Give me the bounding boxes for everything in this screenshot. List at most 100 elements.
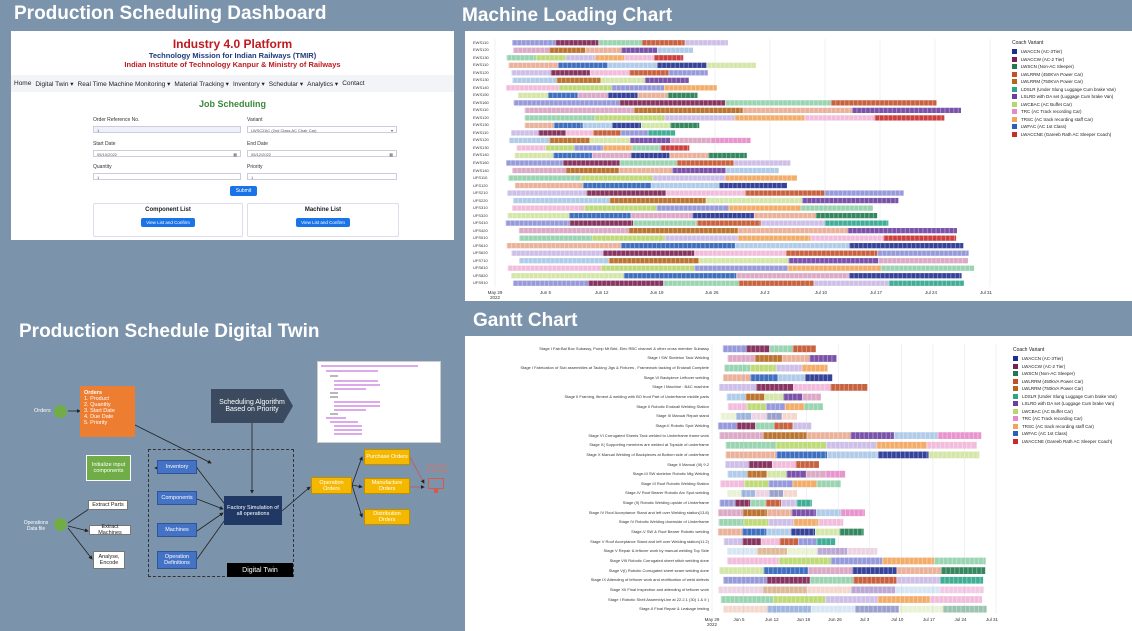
gantt-bar[interactable] [745, 190, 825, 196]
gantt-bar[interactable] [727, 547, 757, 555]
gantt-bar[interactable] [569, 212, 631, 219]
gantt-bar[interactable] [769, 345, 793, 353]
gantt-bar[interactable] [852, 567, 897, 574]
gantt-bar[interactable] [783, 490, 797, 497]
end-date-input[interactable]: 05/12/2022▦ [247, 150, 397, 157]
gantt-bar[interactable] [939, 586, 984, 594]
gantt-bar[interactable] [722, 345, 746, 353]
gantt-bar[interactable] [512, 77, 557, 83]
gantt-bar[interactable] [524, 107, 634, 114]
gantt-bar[interactable] [941, 567, 986, 574]
gantt-bar[interactable] [719, 384, 757, 391]
gantt-bar[interactable] [783, 393, 803, 401]
gantt-bar[interactable] [556, 77, 601, 83]
gantt-bar[interactable] [603, 145, 632, 151]
gantt-bar[interactable] [774, 422, 793, 430]
gantt-bar[interactable] [513, 100, 620, 106]
legend-item[interactable]: LWSCN (Non-AC Sleeper) [1013, 370, 1117, 378]
legend-item[interactable]: LWACCW (AC-2 Tier) [1012, 56, 1116, 64]
gantt-bar[interactable] [776, 364, 802, 372]
gantt-bar[interactable] [768, 519, 794, 526]
gantt-bar[interactable] [787, 265, 881, 271]
gantt-bar[interactable] [934, 557, 986, 565]
calendar-icon[interactable]: ▦ [233, 152, 237, 157]
gantt-bar[interactable] [668, 70, 708, 76]
gantt-bar[interactable] [804, 403, 823, 411]
gantt-bar[interactable] [586, 190, 666, 196]
legend-item[interactable]: LWACCN (AC-3Tier) [1012, 48, 1116, 56]
gantt-bar[interactable] [651, 182, 719, 189]
gantt-bar[interactable] [672, 167, 726, 174]
gantt-bar[interactable] [717, 422, 737, 430]
gantt-bar[interactable] [633, 107, 743, 114]
gantt-bar[interactable] [719, 567, 764, 574]
gantt-bar[interactable] [811, 605, 855, 613]
submit-button[interactable]: Submit [230, 186, 257, 196]
gantt-bar[interactable] [750, 374, 778, 382]
gantt-bar[interactable] [600, 77, 645, 83]
gantt-bar[interactable] [792, 480, 817, 488]
gantt-bar[interactable] [778, 557, 831, 565]
gantt-bar[interactable] [652, 175, 725, 181]
gantt-bar[interactable] [692, 212, 754, 219]
gantt-bar[interactable] [733, 160, 791, 166]
gantt-bar[interactable] [513, 280, 589, 286]
gantt-bar[interactable] [746, 345, 770, 353]
gantt-bar[interactable] [577, 92, 608, 98]
nav-material-tracking[interactable]: Material Tracking ▾ [174, 80, 229, 88]
gantt-bar[interactable] [511, 130, 539, 136]
legend-item[interactable]: LWLRRM (450kVA Power Car) [1013, 378, 1117, 386]
gantt-bar[interactable] [746, 403, 766, 411]
gantt-bar[interactable] [506, 160, 563, 166]
gantt-bar[interactable] [607, 92, 638, 98]
gantt-bar[interactable] [660, 145, 690, 151]
gantt-bar[interactable] [745, 393, 765, 401]
gantt-bar[interactable] [724, 364, 751, 372]
gantt-bar[interactable] [644, 77, 689, 83]
gantt-bar[interactable] [517, 92, 548, 98]
gantt-bar[interactable] [793, 519, 819, 526]
gantt-bar[interactable] [592, 235, 665, 241]
gantt-bar[interactable] [524, 115, 595, 121]
gantt-bar[interactable] [793, 384, 831, 391]
gantt-bar[interactable] [847, 228, 957, 234]
gantt-bar[interactable] [506, 85, 559, 91]
gantt-bar[interactable] [656, 205, 729, 211]
gantt-bar[interactable] [657, 47, 694, 53]
gantt-bar[interactable] [855, 605, 899, 613]
order-ref-input[interactable]: 1 [93, 126, 241, 133]
gantt-bar[interactable] [766, 470, 787, 478]
gantt-bar[interactable] [594, 115, 665, 121]
gantt-bar[interactable] [536, 55, 566, 61]
legend-item[interactable]: LDSLR (Under Slung Luggage Cum brake Van… [1013, 393, 1117, 401]
gantt-bar[interactable] [748, 461, 772, 468]
gantt-bar[interactable] [762, 586, 807, 594]
gantt-bar[interactable] [847, 547, 878, 555]
gantt-bar[interactable] [514, 152, 554, 159]
gantt-bar[interactable] [815, 212, 878, 219]
gantt-bar[interactable] [725, 100, 831, 106]
gantt-bar[interactable] [585, 47, 622, 53]
gantt-bar[interactable] [620, 130, 648, 136]
gantt-bar[interactable] [727, 355, 755, 362]
gantt-bar[interactable] [725, 451, 777, 459]
gantt-bar[interactable] [724, 175, 797, 181]
gantt-bar[interactable] [612, 122, 641, 129]
gantt-bar[interactable] [784, 403, 804, 411]
gantt-bar[interactable] [830, 557, 883, 565]
gantt-bar[interactable] [718, 519, 744, 526]
gantt-bar[interactable] [763, 432, 807, 439]
gantt-bar[interactable] [720, 412, 736, 420]
gantt-bar[interactable] [514, 182, 583, 189]
gantt-bar[interactable] [830, 100, 937, 106]
gantt-bar[interactable] [825, 470, 846, 478]
gantt-bar[interactable] [723, 576, 767, 584]
gantt-bar[interactable] [719, 499, 735, 507]
gantt-bar[interactable] [723, 605, 767, 613]
gantt-bar[interactable] [805, 374, 833, 382]
gantt-bar[interactable] [742, 509, 767, 517]
gantt-bar[interactable] [602, 250, 695, 256]
gantt-bar[interactable] [806, 470, 826, 478]
gantt-bar[interactable] [791, 509, 816, 517]
gantt-bar[interactable] [549, 47, 586, 53]
